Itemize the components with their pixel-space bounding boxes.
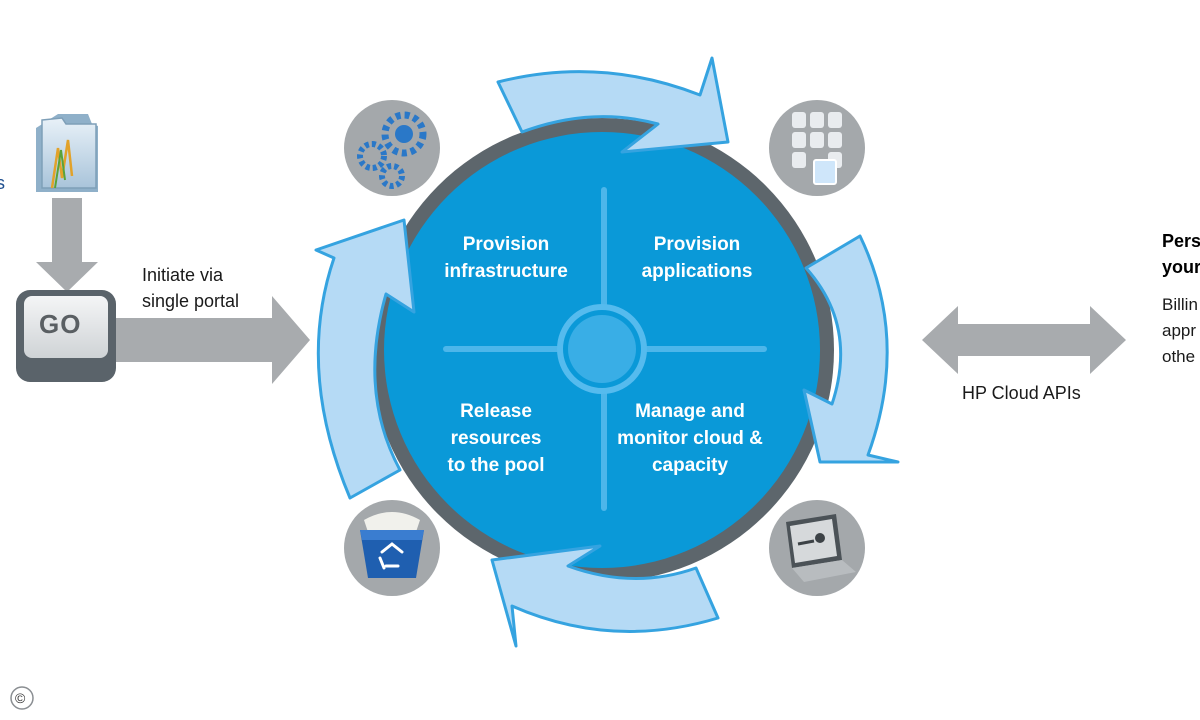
- recycle-bin-icon: [344, 500, 440, 596]
- portal-arrow: [116, 296, 310, 384]
- quadrant-provision-infrastructure: Provision infrastructure: [444, 234, 568, 282]
- copyright-badge: [10, 686, 34, 710]
- go-key-button[interactable]: [16, 290, 116, 382]
- cloud-apis-label: HP Cloud APIs: [962, 383, 1081, 403]
- right-body-fragment: Billin appr othe: [1162, 295, 1198, 366]
- copyright-symbol: ©: [15, 690, 26, 706]
- cycle-arrow-bottom: [490, 544, 720, 648]
- quadrant-release-resources: Release resources to the pool: [447, 401, 545, 476]
- cycle-arrow-right: [802, 234, 900, 464]
- right-heading-fragment: Pers your: [1162, 231, 1200, 277]
- quadrant-dividers: [443, 187, 767, 511]
- quadrant-manage-monitor: Manage and monitor cloud & capacity: [617, 401, 763, 476]
- portal-label: Initiate via single portal: [142, 265, 240, 311]
- left-edge-fragment: s: [0, 173, 5, 193]
- folder-icon: [36, 114, 98, 192]
- cycle-arrow-top: [496, 56, 730, 154]
- server-rack-icon: [769, 100, 865, 196]
- center-hub-core: [568, 315, 636, 383]
- laptop-icon: [769, 500, 865, 596]
- cloud-apis-double-arrow: [922, 306, 1126, 374]
- quadrant-provision-applications: Provision applications: [641, 234, 753, 282]
- cycle-arrow-left: [314, 218, 416, 500]
- down-arrow: [36, 198, 98, 292]
- gears-icon: [344, 100, 440, 196]
- go-key-label: GO: [39, 309, 82, 339]
